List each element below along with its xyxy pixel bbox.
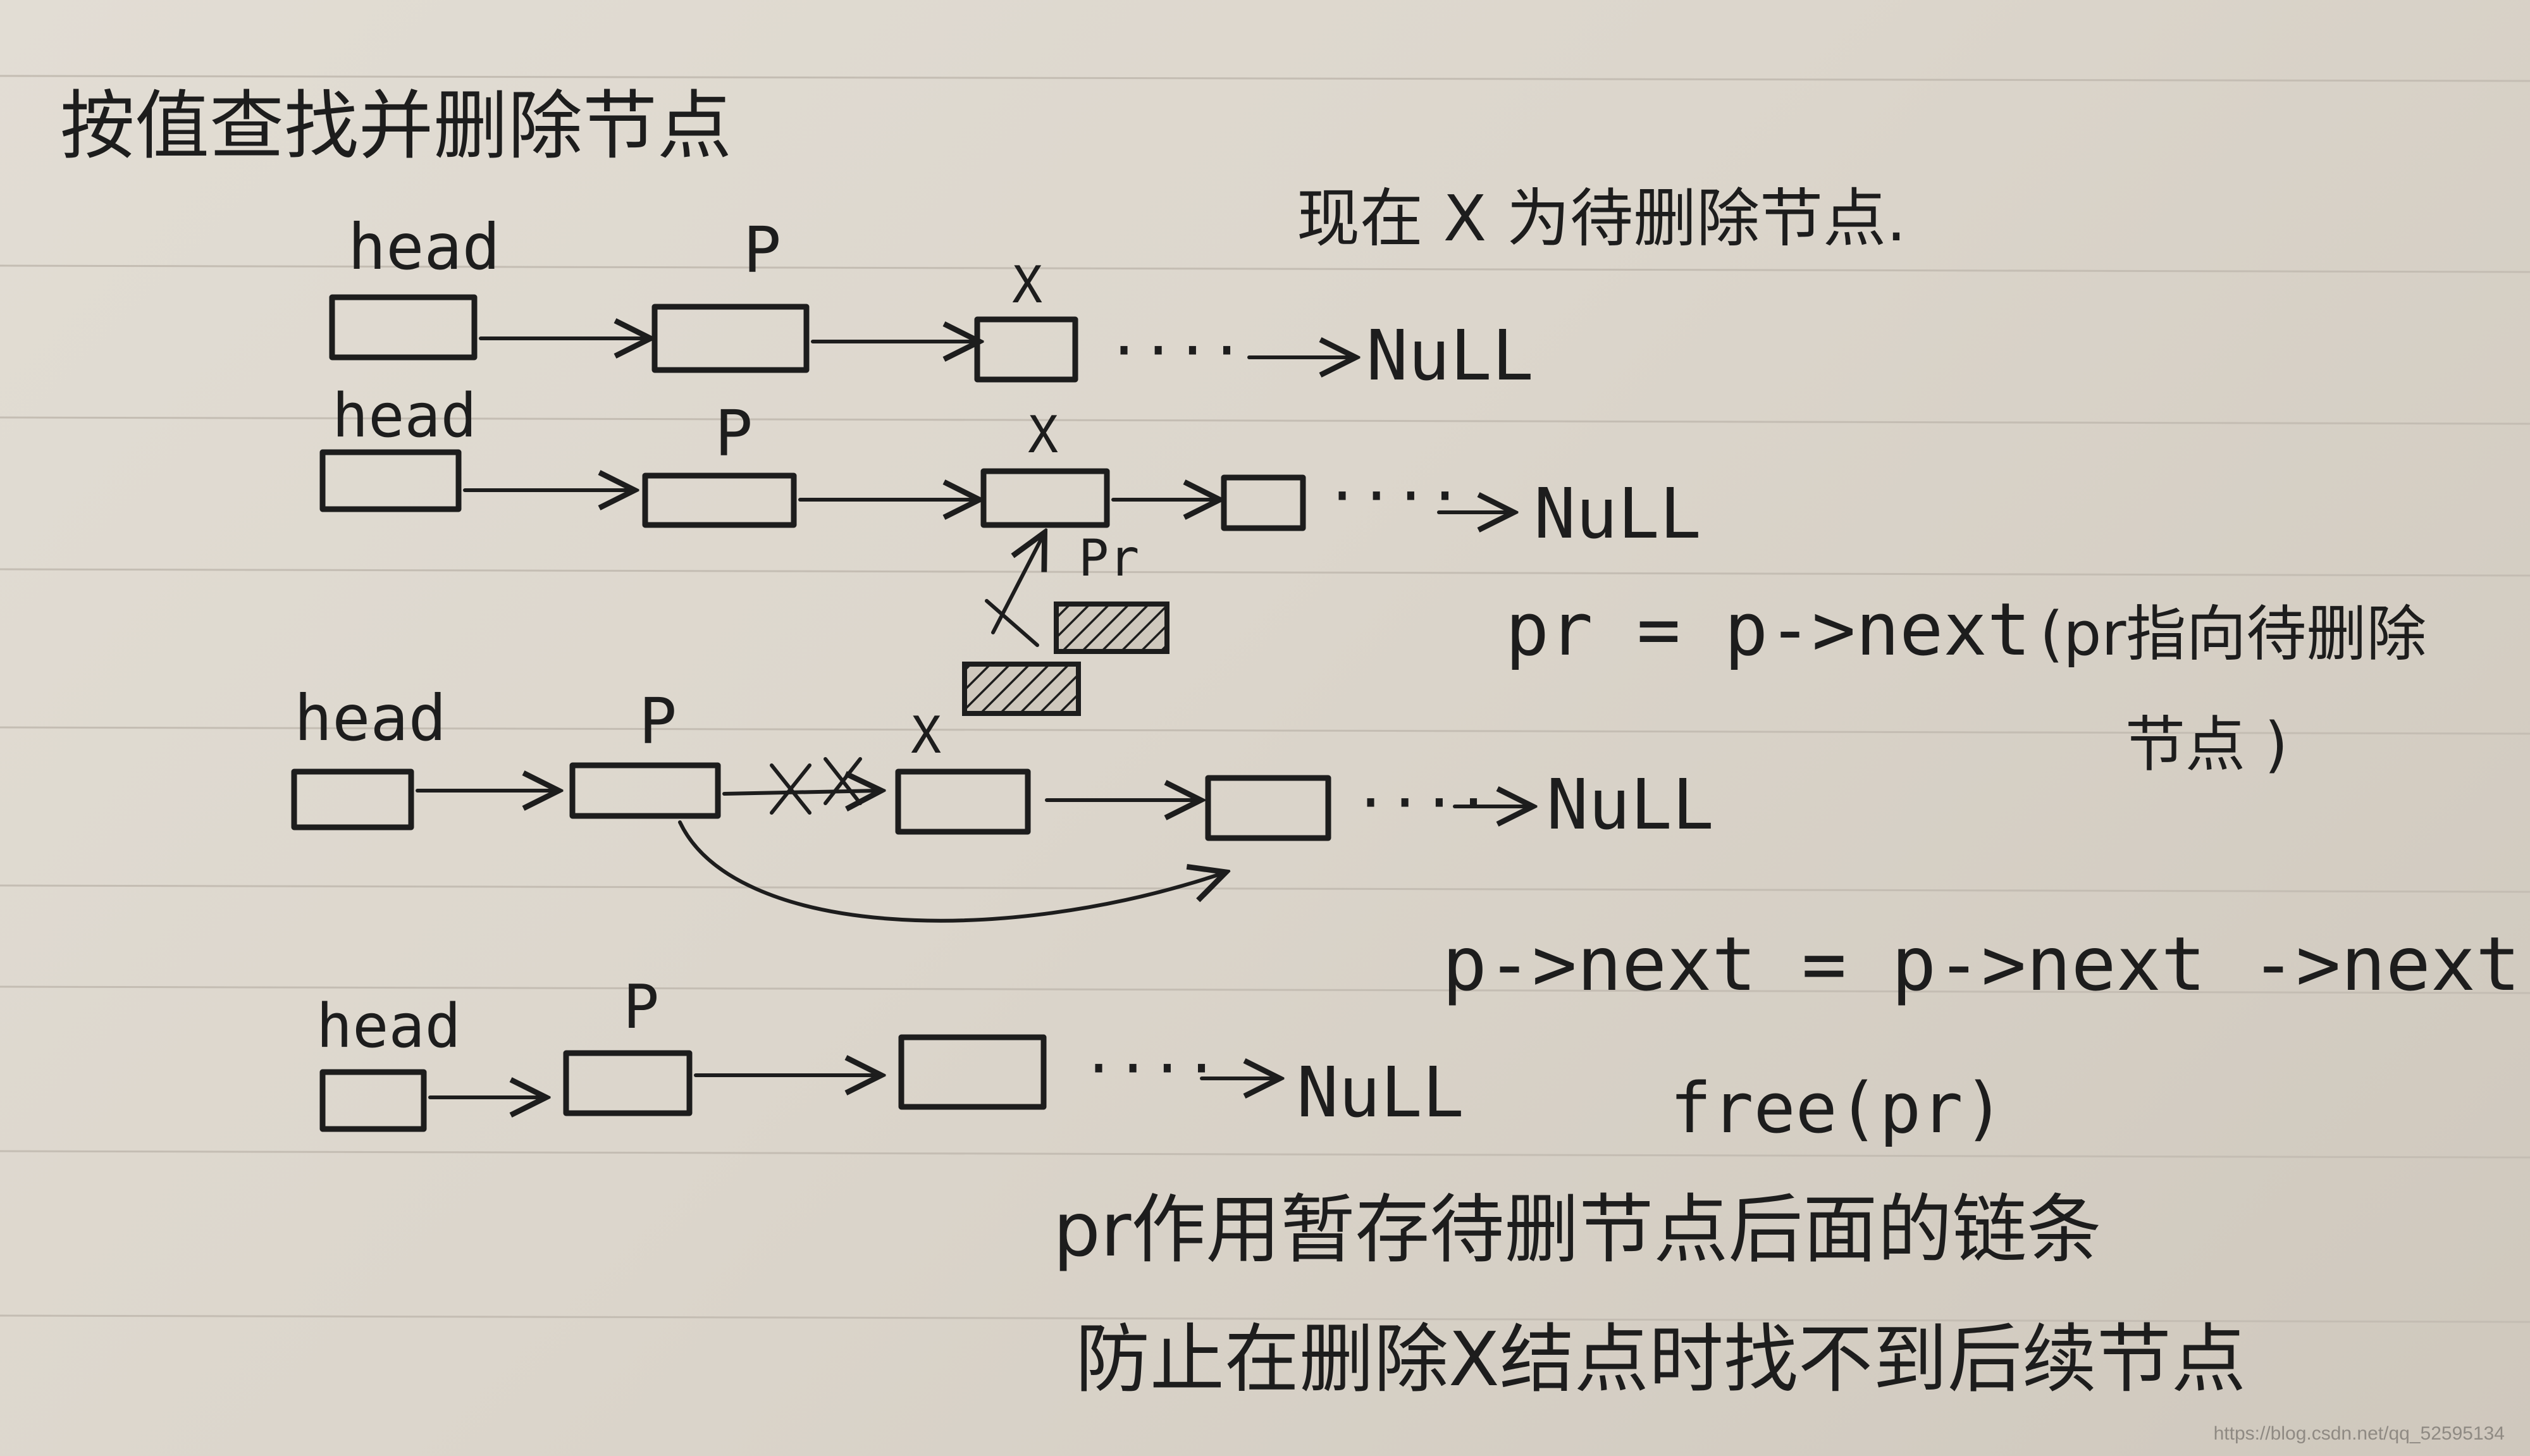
head-node [319,449,462,512]
ellipsis: ···· [1325,463,1462,529]
x-node [895,768,1031,835]
arrow-pr-to-x [991,534,1044,634]
cross-mark [985,599,1039,647]
next-node [1205,775,1331,841]
page-title: 按值查找并删除节点 [60,82,732,170]
next-node [898,1034,1047,1110]
x-node [974,316,1078,383]
formula-bypass: p->next = p->next ->next [1442,920,2521,1008]
broken-link [722,791,879,794]
note-bottom-1: pr作用暂存待删节点后面的链条 [1053,1186,2101,1273]
null-label: NuLL [1297,1052,1464,1133]
head-label: head [348,210,500,284]
list-row-1: head P X ···· NuLL [329,210,1534,396]
pr-node-crossed [962,662,1081,716]
note-bottom-2: 防止在删除X结点时找不到后续节点 [1075,1316,2246,1403]
pr-node-hatched [1054,602,1169,654]
p-node [569,762,721,819]
p-node [642,472,797,528]
x-label: X [1012,256,1042,314]
cross-mark-1 [770,763,811,815]
x-label: X [1028,405,1058,464]
head-node [329,294,478,361]
p-label: P [639,684,677,758]
list-row-3: head P X ···· NuLL [291,681,1714,923]
p-node [563,1050,693,1116]
ellipsis: ···· [1082,1035,1219,1102]
null-label: NuLL [1546,764,1714,845]
formula-free: free(pr) [1670,1068,2005,1149]
p-node [651,304,810,373]
bypass-arrow [678,820,1224,923]
p-label: P [715,397,753,471]
ellipsis: ···· [1107,318,1244,384]
next-node [1221,474,1306,531]
pr-pointer: Pr [962,529,1169,716]
list-row-2: head P X ···· NuLL [319,381,1701,554]
pr-label: Pr [1078,529,1139,588]
null-label: NuLL [1534,473,1701,554]
formula-1-note-b: 节点 ) [2125,710,2288,780]
head-label: head [294,681,447,755]
watermark: https://blog.csdn.net/qq_52595134 [2213,1423,2505,1444]
p-label: P [623,973,659,1042]
head-label: head [316,992,461,1061]
formula-pr-assign: pr = p->next [1505,588,2031,672]
ellipsis: ···· [1354,770,1491,836]
formula-1-note-a: (pr指向待删除 [2040,600,2426,669]
null-label: NuLL [1366,315,1534,396]
head-label: head [332,381,477,451]
note-top: 现在 X 为待删除节点. [1297,182,1906,256]
list-row-4: head P ···· NuLL [316,973,1464,1133]
p-label: P [743,213,781,287]
ruled-lines [0,75,2530,1323]
cross-mark-2 [824,757,862,805]
head-node [291,768,414,830]
head-node [319,1069,427,1132]
x-label: X [911,706,941,765]
x-node [980,468,1110,528]
